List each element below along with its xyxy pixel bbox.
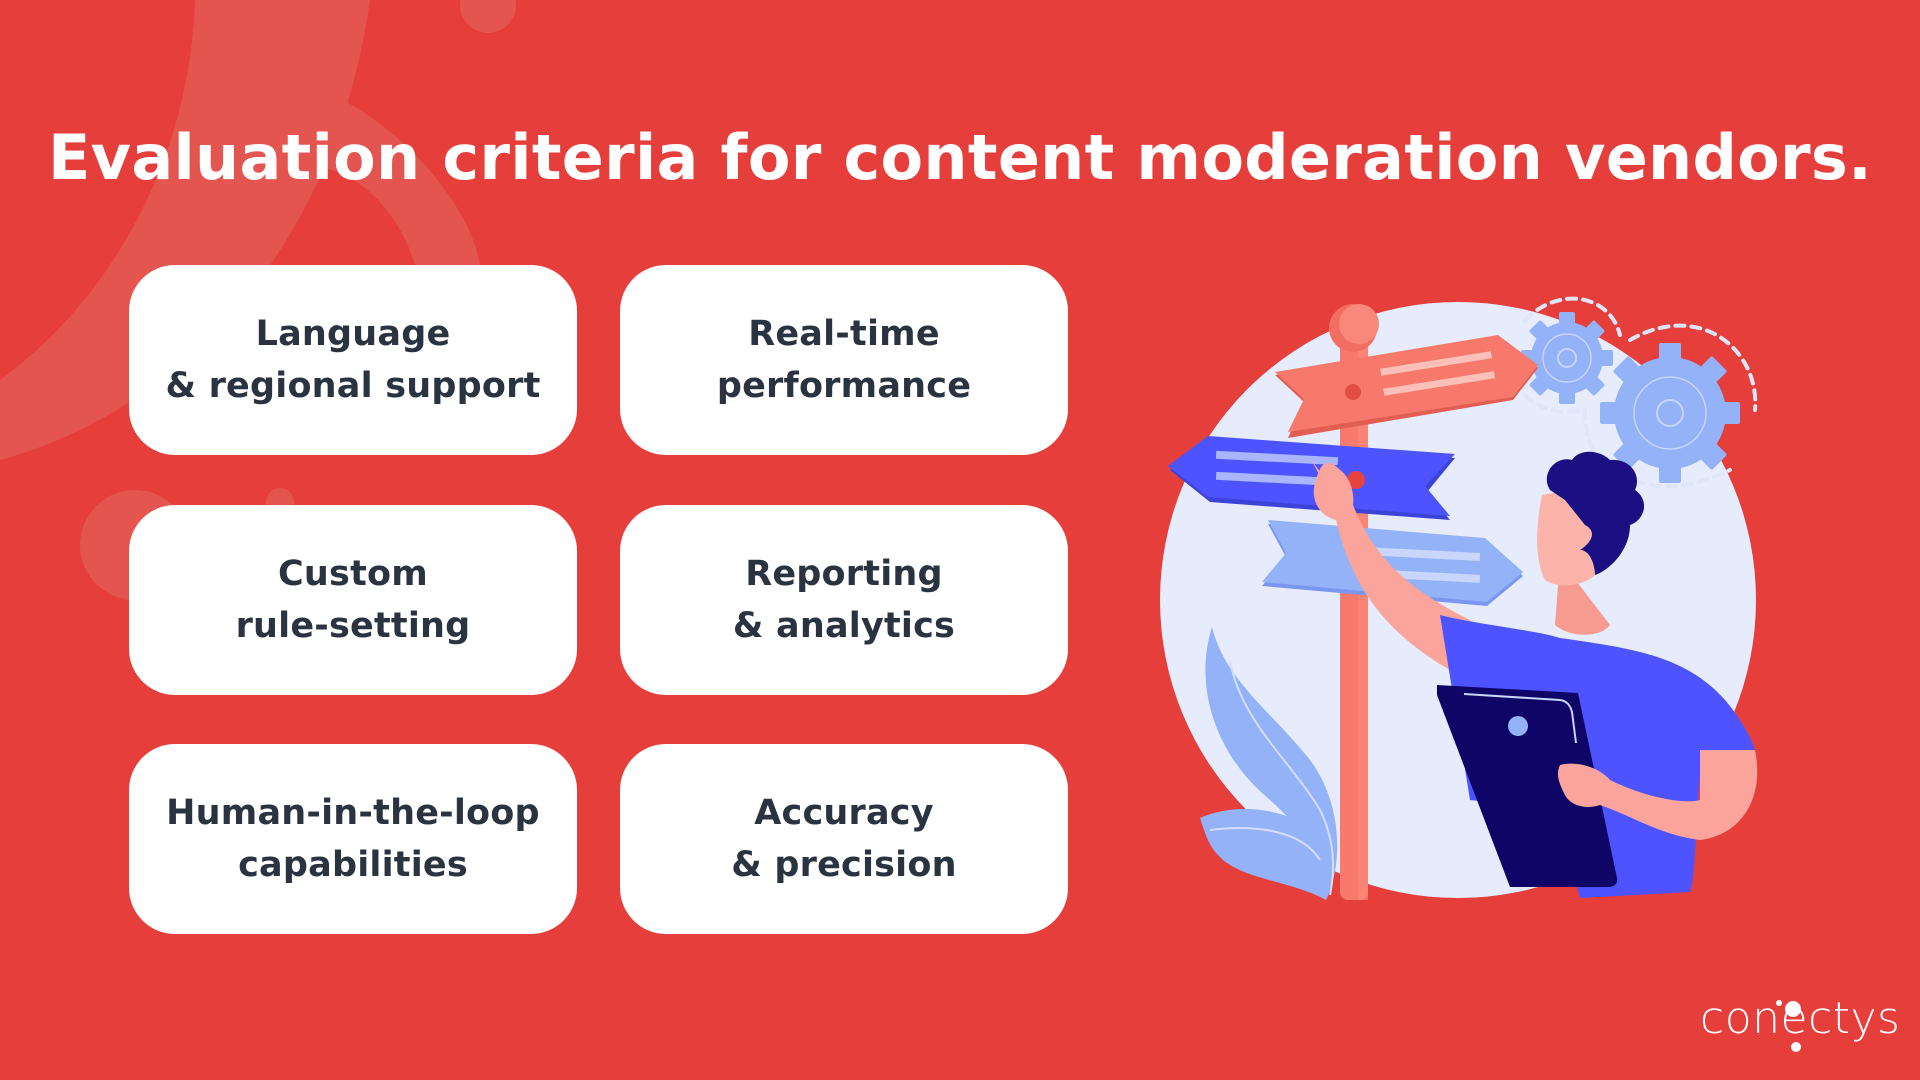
criteria-card-real-time: Real-time performance bbox=[620, 265, 1068, 455]
signpost-arrow-left-blue bbox=[1168, 436, 1455, 520]
signpost-arrow-right-lightblue bbox=[1262, 520, 1523, 606]
criteria-card-line2: & regional support bbox=[165, 366, 541, 406]
criteria-card-line1: Reporting bbox=[745, 554, 943, 594]
criteria-card-line2: rule-setting bbox=[235, 606, 471, 646]
criteria-card-line2: & analytics bbox=[732, 606, 956, 646]
logo-dots-icon bbox=[1776, 1000, 1801, 1052]
criteria-card-language: Language & regional support bbox=[129, 265, 577, 455]
criteria-card-custom-rules: Custom rule-setting bbox=[129, 505, 577, 695]
page-title: Evaluation criteria for content moderati… bbox=[48, 121, 1872, 194]
person-icon bbox=[1310, 451, 1758, 898]
logo-text: conectys bbox=[1700, 993, 1901, 1044]
criteria-card-line1: Accuracy bbox=[754, 793, 934, 833]
criteria-card-line1: Language bbox=[255, 314, 451, 354]
leaf-icon bbox=[1200, 627, 1338, 900]
criteria-card-line2: performance bbox=[716, 366, 972, 406]
criteria-card-line1: Custom bbox=[278, 554, 428, 594]
signpost-illustration bbox=[1160, 296, 1758, 900]
criteria-card-line2: & precision bbox=[731, 845, 957, 885]
criteria-card-line1: Human-in-the-loop bbox=[166, 793, 540, 833]
criteria-card-human-in-the-loop: Human-in-the-loop capabilities bbox=[129, 744, 577, 934]
gear-icon-large bbox=[1600, 343, 1740, 483]
brand-logo: conectys bbox=[1698, 985, 1900, 1055]
signpost-arrow-right-red bbox=[1275, 335, 1538, 438]
criteria-card-accuracy: Accuracy & precision bbox=[620, 744, 1068, 934]
criteria-card-line1: Real-time bbox=[748, 314, 940, 354]
criteria-card-line2: capabilities bbox=[238, 845, 468, 885]
gear-icon-small bbox=[1521, 312, 1613, 404]
criteria-card-reporting: Reporting & analytics bbox=[620, 505, 1068, 695]
